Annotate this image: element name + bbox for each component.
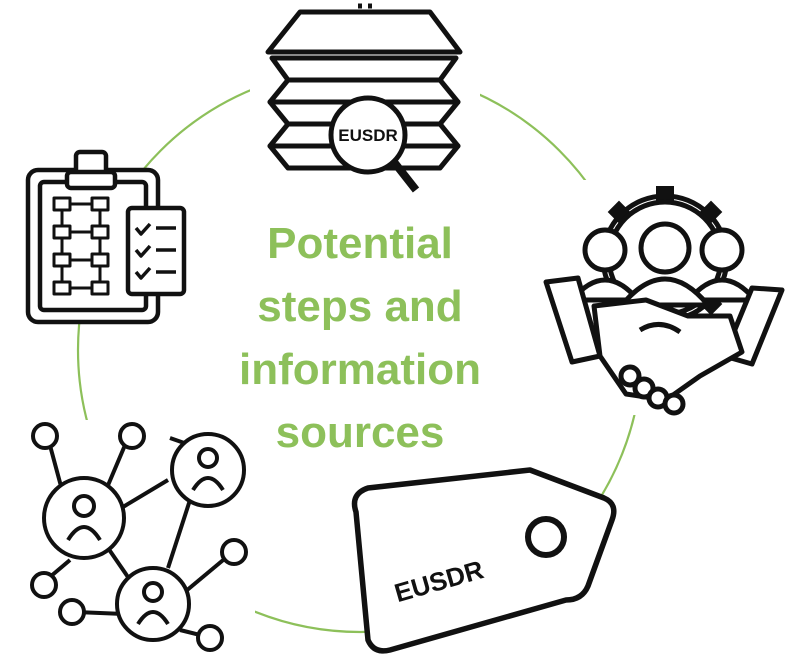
teamwork-handshake-icon — [540, 180, 785, 416]
center-title-line-4: sources — [275, 408, 445, 457]
price-tag-icon — [351, 467, 617, 654]
center-title-line-3: information — [239, 345, 481, 394]
clipboard-flowchart-icon — [25, 149, 187, 325]
network-people-icon — [20, 420, 255, 652]
center-title-line-2: steps and — [257, 282, 463, 331]
archive-badge-label: EUSDR — [338, 126, 398, 145]
center-title: Potential steps and information sources — [210, 212, 510, 464]
archive-search-icon — [250, 3, 480, 195]
center-title-line-1: Potential — [267, 219, 453, 268]
